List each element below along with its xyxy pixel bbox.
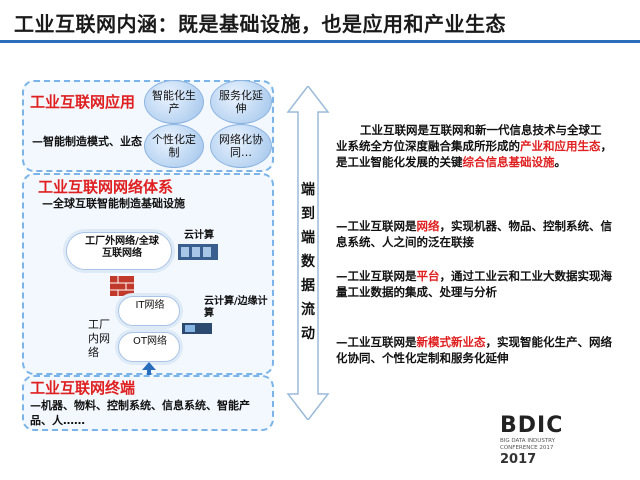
network-heading: 工业互联网网络体系 <box>38 178 174 196</box>
new-mode-paragraph: —工业互联网是新模式新业态，实现智能化生产、网络化协同、个性化定制和服务化延伸 <box>336 335 612 365</box>
ot-network-cloud <box>118 332 180 362</box>
up-arrow-icon <box>142 362 156 380</box>
factory-network-label: 工厂内网络 <box>88 318 110 359</box>
platform-paragraph: —工业互联网是平台，通过工业云和工业大数据实现海量工业数据的集成、处理与分析 <box>336 269 612 299</box>
it-network-cloud <box>118 296 180 326</box>
bdic-logo: BDIC BIG DATA INDUSTRY CONFERENCE 2017 2… <box>500 414 584 476</box>
definition-paragraph: 工业互联网是互联网和新一代信息技术与全球工业系统全方位深度融合集成所形成的产业和… <box>336 123 612 169</box>
cloud-computing-label: 云计算 <box>184 230 214 241</box>
bubble-networked-collaboration: 网络化协同… <box>210 124 272 168</box>
bubble-service-extension: 服务化延伸 <box>210 80 272 124</box>
firewall-icon <box>110 276 134 296</box>
network-desc: —全球互联智能制造基础设施 <box>42 197 185 210</box>
terminal-desc: —机器、物料、控制系统、信息系统、智能产品、人…… <box>30 399 250 427</box>
logo-line1: BIG DATA INDUSTRY <box>500 438 555 444</box>
logo-brand: BDIC <box>500 413 564 438</box>
application-desc: —智能制造模式、业态 <box>32 135 142 148</box>
bubble-personalized-customization: 个性化定制 <box>144 124 204 168</box>
logo-line2: CONFERENCE 2017 <box>500 445 554 451</box>
application-heading: 工业互联网应用 <box>30 93 136 111</box>
end-to-end-arrow-icon <box>286 84 330 422</box>
ot-network-label: OT网络 <box>133 336 167 347</box>
bubble-smart-production: 智能化生产 <box>144 80 204 124</box>
title-underline <box>0 40 640 43</box>
page-title: 工业互联网内涵：既是基础设施，也是应用和产业生态 <box>14 12 506 36</box>
end-to-end-data-flow-label: 端 到 端 数 据 流 动 <box>301 182 315 342</box>
server-rack-icon <box>178 242 218 262</box>
it-network-label: IT网络 <box>135 300 165 311</box>
edge-computing-label: 云计算/边缘计算 <box>204 296 268 319</box>
network-paragraph: —工业互联网是网络，实现机器、物品、控制系统、信息系统、人之间的泛在联接 <box>336 219 612 249</box>
terminal-heading: 工业互联网终端 <box>30 379 136 397</box>
factory-machine-icon <box>182 320 212 336</box>
external-network-cloud <box>66 232 172 270</box>
logo-year: 2017 <box>500 452 537 467</box>
terminal-panel <box>22 375 274 431</box>
external-network-label: 工厂外网络/全球互联网络 <box>85 236 159 259</box>
